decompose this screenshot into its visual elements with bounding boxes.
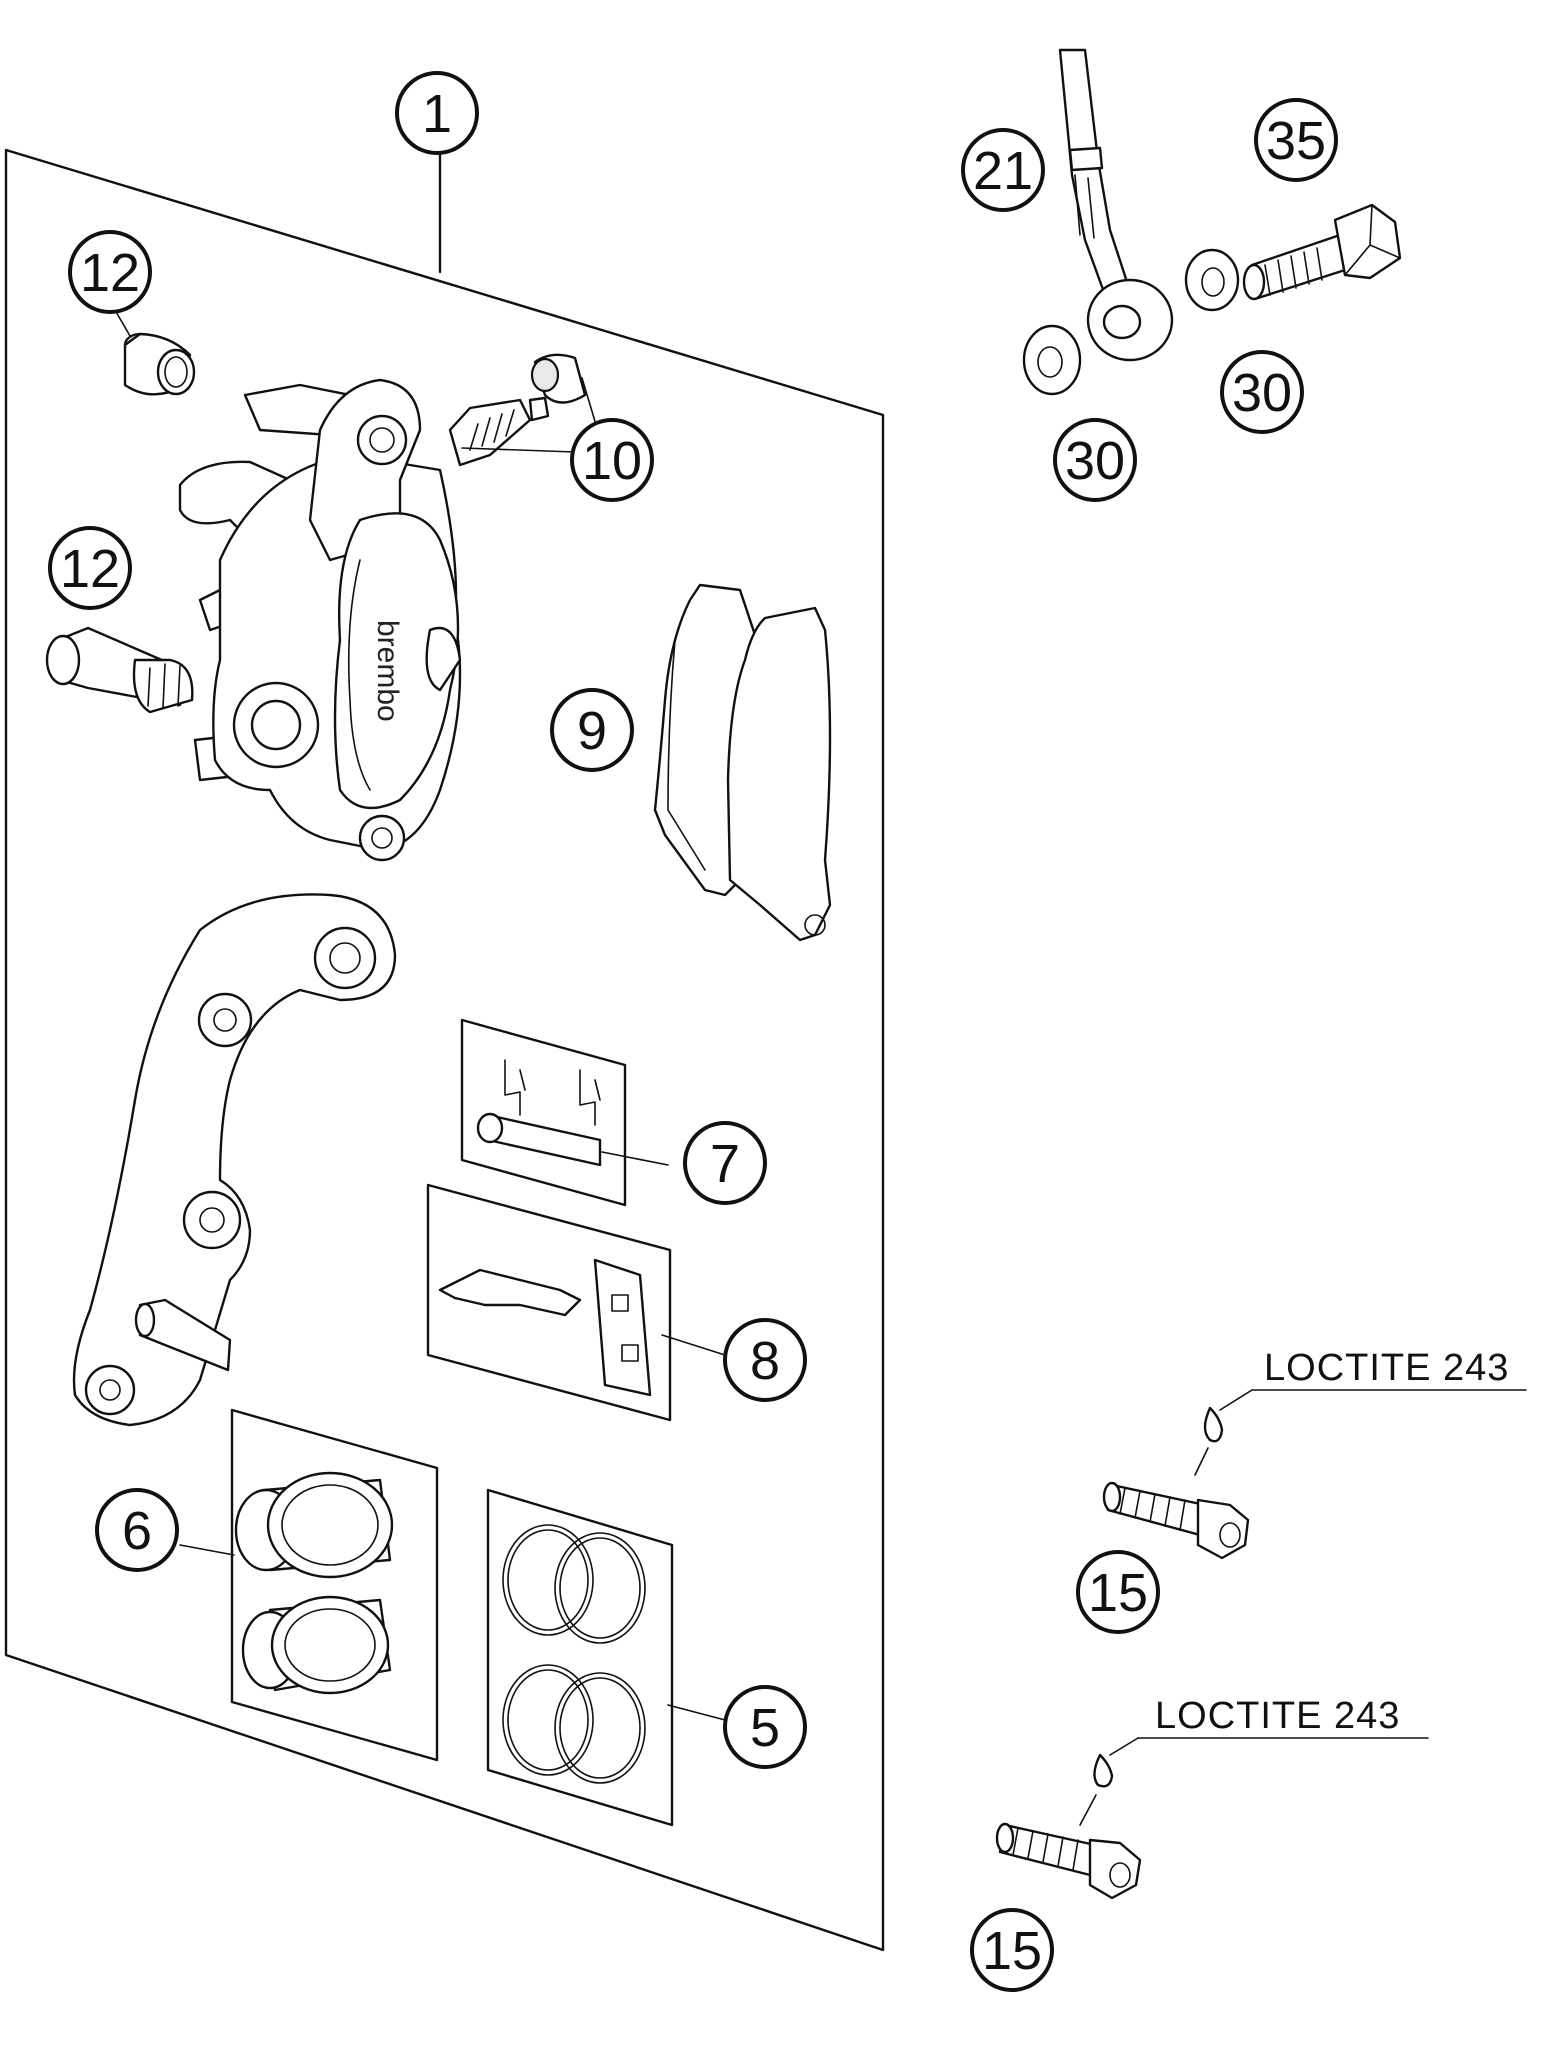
svg-text:6: 6	[122, 1501, 152, 1561]
pad-spring-kit-part-8	[438, 1258, 652, 1397]
brake-pads-part-9	[653, 583, 832, 942]
callout-30-left: 30	[1053, 418, 1137, 502]
banjo-bolt-part-35	[1242, 203, 1402, 301]
piston-kit-part-6	[234, 1471, 394, 1695]
callout-12-top: 12	[68, 230, 152, 314]
svg-text:15: 15	[1088, 1563, 1148, 1623]
callout-15-lower: 15	[970, 1908, 1054, 1992]
svg-text:15: 15	[982, 1921, 1042, 1981]
loctite-drop-lower	[1093, 1753, 1114, 1788]
assembly-panel	[4, 148, 885, 1952]
mounting-bolt-part-15-upper	[1102, 1481, 1250, 1560]
callout-5: 5	[723, 1685, 807, 1769]
callout-10: 10	[570, 418, 654, 502]
washer-part-30-left	[1022, 324, 1082, 396]
svg-text:12: 12	[60, 539, 120, 599]
svg-text:12: 12	[80, 243, 140, 303]
pad-pin-kit-part-7	[476, 1059, 602, 1167]
svg-text:30: 30	[1065, 431, 1125, 491]
callout-8: 8	[723, 1318, 807, 1402]
svg-text:5: 5	[750, 1698, 780, 1758]
callout-9: 9	[550, 688, 634, 772]
washer-part-30-right	[1184, 248, 1240, 312]
svg-text:35: 35	[1266, 111, 1326, 171]
svg-text:8: 8	[750, 1331, 780, 1391]
loctite-note-lower: LOCTITE 243	[1155, 1695, 1400, 1737]
svg-text:21: 21	[973, 141, 1033, 201]
pin-bolt-part-12-left	[45, 626, 194, 714]
callout-12-left: 12	[48, 526, 132, 610]
svg-text:30: 30	[1232, 363, 1292, 423]
svg-text:10: 10	[582, 431, 642, 491]
loctite-note-upper: LOCTITE 243	[1264, 1347, 1509, 1389]
seal-kit-part-5	[502, 1524, 646, 1784]
bleeder-part-10	[448, 353, 587, 467]
callout-30-right: 30	[1220, 350, 1304, 434]
brake-caliper-body: brembo	[178, 378, 462, 862]
caliper-bracket	[72, 893, 397, 1427]
callout-1: 1	[395, 71, 479, 155]
callout-6: 6	[95, 1488, 179, 1572]
plug-part-12-top	[123, 332, 196, 396]
mounting-bolt-part-15-lower	[995, 1822, 1142, 1900]
brake-line-part-21	[1058, 48, 1174, 362]
callout-35: 35	[1254, 98, 1338, 182]
callout-21: 21	[961, 128, 1045, 212]
loctite-drop-upper	[1203, 1406, 1224, 1443]
callout-7: 7	[683, 1121, 767, 1205]
svg-text:9: 9	[577, 701, 607, 761]
caliper-brand-label: brembo	[371, 620, 404, 722]
svg-text:1: 1	[422, 84, 452, 144]
callout-15-upper: 15	[1076, 1550, 1160, 1634]
svg-text:7: 7	[710, 1134, 740, 1194]
